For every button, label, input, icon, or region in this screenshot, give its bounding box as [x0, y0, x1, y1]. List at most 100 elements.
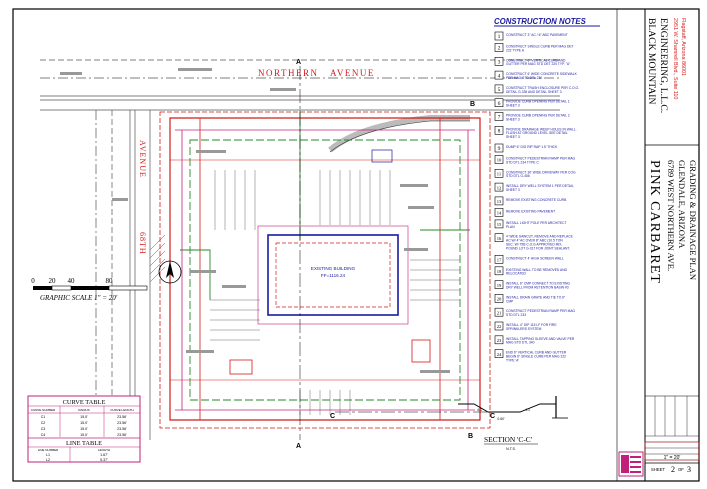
note-text: REMOVE EXISTING CONCRETE CURB [506, 198, 567, 202]
line-row-1-length: 1.67' [100, 453, 108, 457]
note-number-box [494, 255, 504, 264]
note-number: 9 [498, 146, 501, 152]
note-number: 4 [498, 73, 501, 79]
engineer-address-2: Flagstaff, Arizona 86001 [680, 18, 686, 76]
existing-building: EXISTING BUILDING FF=1116.24 [257, 225, 409, 325]
scale-tick-80: 80 [106, 277, 114, 285]
note-number: 5 [498, 87, 501, 93]
site-plan: EXISTING BUILDING FF=1116.24 [31, 59, 560, 450]
note-number-box [494, 98, 504, 107]
note-number: 13 [497, 199, 502, 204]
section-depth: 0.60' [497, 417, 505, 421]
scale-tick-40: 40 [68, 277, 76, 285]
note-number: 18 [497, 269, 502, 274]
sheet-number: 2 [671, 465, 675, 474]
note-number: 11 [497, 172, 502, 177]
note-number-box [494, 84, 504, 94]
note-text: PROVIDE DRAINAGE WEEP HOLES IN WALL.FLUS… [506, 127, 577, 139]
note-text: CONSTRUCT 4' HIGH SCREEN WALL [506, 256, 564, 260]
note-number: 6 [498, 101, 501, 107]
curve-row-3-num: C3 [41, 427, 46, 431]
note-text: DUMP 6" DIG RIP RAP 1.5' THICK [506, 145, 558, 149]
scale-caption: GRAPHIC SCALE 1" = 20' [40, 294, 118, 302]
curve-row-3-length: 23.56' [117, 427, 127, 431]
note-number-box [494, 31, 504, 41]
note-number: 19 [497, 283, 502, 288]
section-title: SECTION 'C-C' [484, 435, 533, 444]
line-header-number: LINE NUMBER [38, 448, 59, 452]
note-text: REMOVE EXISTING PAVEMENT [506, 209, 555, 213]
note-number: 16 [497, 236, 502, 241]
note-number-box [494, 56, 504, 66]
note-number: 2 [498, 46, 501, 52]
section-marker-c-right: C [490, 413, 495, 420]
note-number: 20 [497, 297, 502, 302]
notes-title: CONSTRUCTION NOTES [494, 17, 587, 26]
note-number: 10 [497, 158, 502, 163]
construction-note-9: 9 DUMP 6" DIG RIP RAP 1.5' THICK [494, 143, 558, 153]
section-c-c: 4:1 4:1 0.60' SECTION 'C-C' N.T.S. [458, 396, 568, 451]
note-number-box [494, 349, 504, 358]
note-number-box [494, 182, 504, 192]
line-row-2-num: L2 [46, 458, 50, 462]
curve-row-2-radius: 15.0' [80, 421, 88, 425]
street-68th-avenue: AVENUE [138, 140, 147, 178]
note-number: 21 [497, 310, 502, 315]
blue-stake-stamp [618, 451, 644, 477]
line-row-2-length: 5.37' [100, 458, 108, 462]
curve-row-2-num: C2 [41, 421, 46, 425]
note-number: 12 [497, 185, 502, 190]
line-row-1-num: L1 [46, 453, 50, 457]
note-number-box [494, 70, 504, 80]
curve-row-4-length: 23.56' [117, 433, 127, 437]
curve-row-2-length: 23.56' [117, 421, 127, 425]
sheet-total: 3 [687, 465, 691, 474]
engineer-name-1: BLACK MOUNTAIN [646, 18, 657, 104]
graphic-scale: 0 20 40 80 GRAPHIC SCALE 1" = 20' [31, 277, 148, 302]
curve-header-length: CURVE LENGTH [110, 408, 133, 412]
section-slope-left: 4:1 [477, 408, 482, 412]
note-number-box [494, 196, 504, 206]
note-number: 22 [497, 324, 502, 329]
engineer-address-1: 2951 W. Shamrell Blvd., Suite 110 [672, 18, 678, 99]
section-marker-b-top: B [470, 101, 475, 108]
note-number-box [494, 126, 504, 135]
note-number-box [494, 294, 504, 303]
building-label: EXISTING BUILDING [311, 266, 356, 271]
sheet-scale: 1" = 20' [664, 455, 681, 461]
sheet-title: GRADING & DRAINAGE PLAN [688, 160, 698, 281]
note-number-box [494, 266, 504, 276]
curve-row-1-length: 23.56' [117, 415, 127, 419]
section-nts: N.T.S. [506, 447, 516, 451]
section-marker-b-bottom: B [468, 433, 473, 440]
note-number-box [494, 219, 504, 229]
scale-tick-0: 0 [31, 277, 35, 285]
curve-row-1-num: C1 [41, 415, 46, 419]
title-block: BLACK MOUNTAIN ENGINEERING, L.L.C. 2951 … [618, 18, 700, 477]
project-name: PINK CARBARET [647, 160, 662, 284]
line-table-title: LINE TABLE [66, 440, 102, 447]
